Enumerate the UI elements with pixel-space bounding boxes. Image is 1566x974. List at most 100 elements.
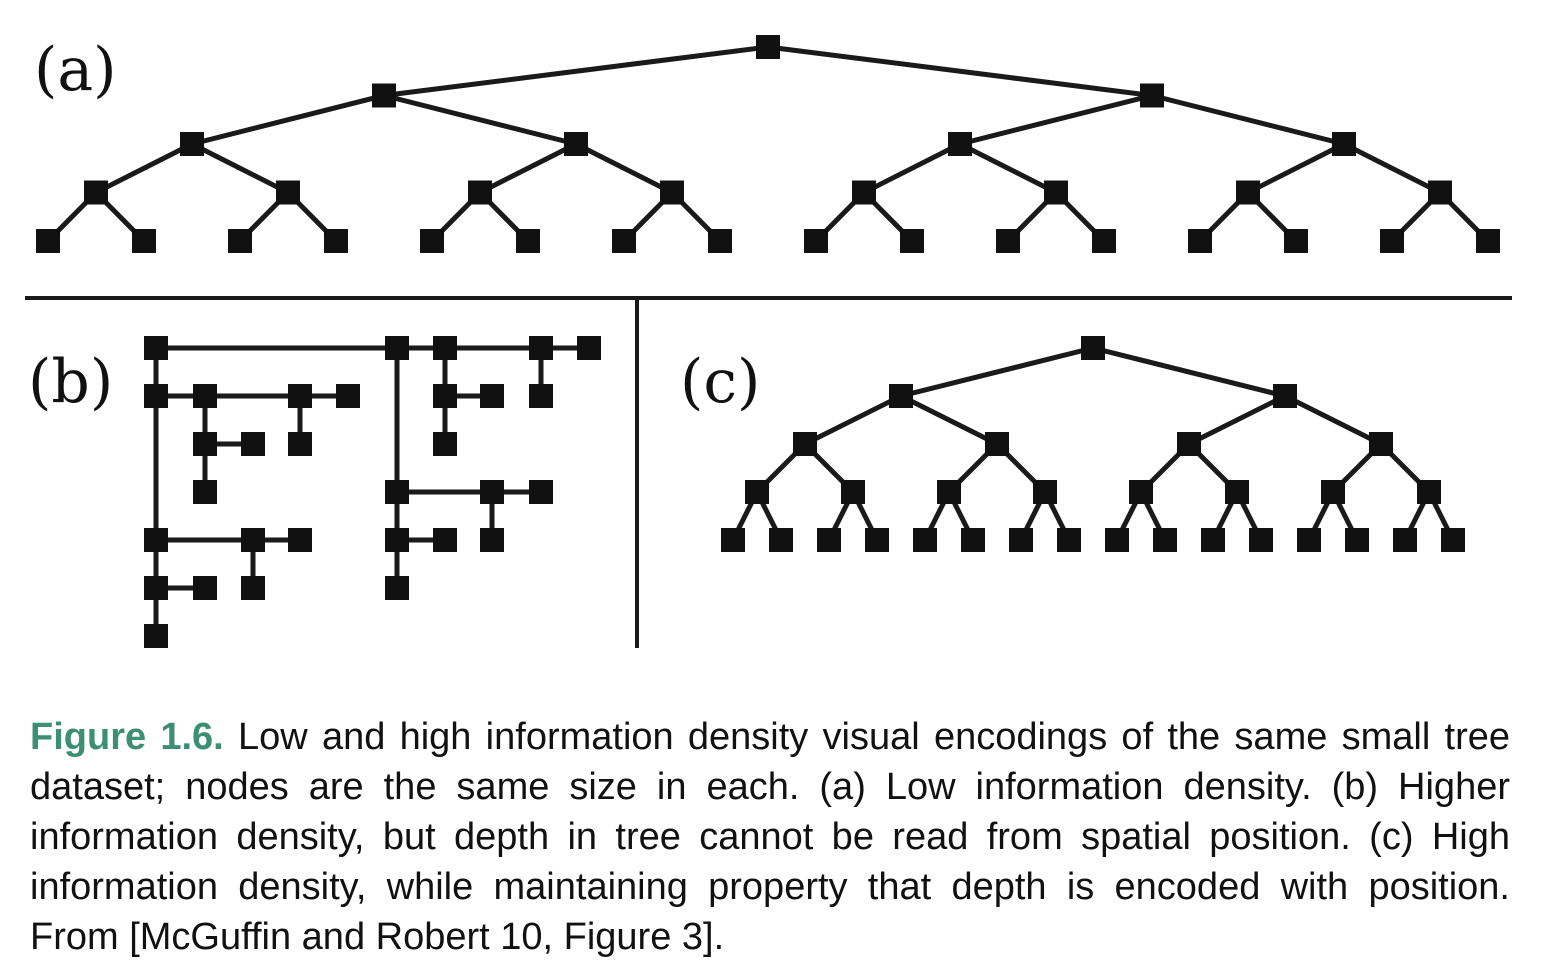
hv-node — [193, 480, 217, 504]
tree-encodings-figure: (a) (b) (c) — [25, 35, 1512, 648]
tree-node-depth-4 — [769, 528, 793, 552]
tree-node-depth-3 — [852, 180, 876, 205]
tree-node-depth-2 — [180, 132, 204, 156]
hv-node — [385, 576, 409, 600]
tree-node-depth-2 — [985, 432, 1009, 456]
tree-node-depth-4 — [132, 229, 156, 253]
hv-node — [288, 384, 312, 408]
hv-node — [433, 336, 457, 360]
tree-node-depth-3 — [1044, 180, 1068, 205]
tree-edge — [1092, 345, 1286, 399]
tree-edge — [383, 93, 577, 147]
tree-node-depth-4 — [1092, 229, 1116, 253]
tree-node-depth-3 — [1417, 480, 1441, 504]
tree-node-depth-4 — [324, 229, 348, 253]
tree-node-depth-3 — [84, 180, 108, 205]
tree-node-depth-3 — [660, 180, 684, 205]
hv-node — [193, 384, 217, 408]
tree-node-depth-2 — [793, 432, 817, 456]
hv-node — [529, 384, 553, 408]
figure-caption: Figure 1.6. Low and high information den… — [30, 712, 1510, 962]
hv-node — [577, 336, 601, 360]
tree-node-depth-4 — [420, 229, 444, 253]
hv-node — [241, 576, 265, 600]
tree-edge — [1283, 393, 1383, 447]
tree-edge — [191, 93, 385, 147]
tree-node-depth-4 — [1345, 528, 1369, 552]
tree-node-depth-4 — [1009, 528, 1033, 552]
hv-node — [385, 480, 409, 504]
tree-node-depth-4 — [721, 528, 745, 552]
tree-node-depth-3 — [1129, 480, 1153, 504]
tree-node-depth-4 — [1380, 229, 1404, 253]
panel-b-tree — [144, 336, 601, 648]
tree-node-depth-4 — [228, 229, 252, 253]
hv-node — [288, 528, 312, 552]
tree-node-depth-1 — [889, 384, 913, 408]
hv-node — [529, 480, 553, 504]
hv-node — [144, 528, 168, 552]
hv-node — [144, 384, 168, 408]
tree-node-depth-4 — [1201, 528, 1225, 552]
tree-node-depth-1 — [1140, 83, 1164, 108]
tree-edge — [1187, 393, 1287, 447]
tree-node-depth-4 — [1441, 528, 1465, 552]
tree-node-depth-4 — [961, 528, 985, 552]
tree-node-depth-4 — [1153, 528, 1177, 552]
tree-node-depth-4 — [1476, 229, 1500, 253]
tree-edge — [900, 345, 1094, 399]
panel-a-label: (a) — [34, 35, 117, 105]
tree-edge — [94, 141, 194, 195]
tree-node-depth-3 — [1428, 180, 1452, 205]
tree-node-depth-3 — [468, 180, 492, 205]
tree-node-depth-2 — [1369, 432, 1393, 456]
hv-node — [385, 336, 409, 360]
tree-edge — [959, 93, 1153, 147]
tree-node-depth-4 — [865, 528, 889, 552]
hv-node — [480, 480, 504, 504]
hv-node — [288, 432, 312, 456]
tree-node-depth-0 — [1081, 336, 1105, 360]
tree-node-depth-4 — [516, 229, 540, 253]
tree-node-depth-4 — [1057, 528, 1081, 552]
tree-node-depth-3 — [745, 480, 769, 504]
hv-node — [433, 432, 457, 456]
tree-node-depth-0 — [756, 35, 780, 59]
tree-node-depth-3 — [937, 480, 961, 504]
tree-node-depth-3 — [841, 480, 865, 504]
hv-node — [193, 432, 217, 456]
tree-node-depth-4 — [1284, 229, 1308, 253]
tree-edge — [190, 141, 290, 195]
tree-edge — [958, 141, 1058, 195]
tree-edge — [1342, 141, 1442, 195]
hv-node — [241, 432, 265, 456]
tree-edge — [803, 393, 903, 447]
tree-node-depth-2 — [948, 132, 972, 156]
hv-node — [241, 528, 265, 552]
tree-edge — [574, 141, 674, 195]
tree-node-depth-4 — [1105, 528, 1129, 552]
hv-node — [336, 384, 360, 408]
hv-node — [144, 336, 168, 360]
tree-node-depth-2 — [1177, 432, 1201, 456]
tree-node-depth-4 — [1249, 528, 1273, 552]
caption-text: Low and high information density visual … — [30, 716, 1510, 958]
tree-node-depth-4 — [804, 229, 828, 253]
tree-node-depth-2 — [1332, 132, 1356, 156]
tree-node-depth-1 — [1273, 384, 1297, 408]
tree-node-depth-3 — [276, 180, 300, 205]
hv-node — [480, 384, 504, 408]
hv-node — [529, 336, 553, 360]
hv-node — [144, 576, 168, 600]
tree-node-depth-4 — [1188, 229, 1212, 253]
tree-node-depth-4 — [36, 229, 60, 253]
tree-node-depth-1 — [372, 83, 396, 108]
tree-node-depth-3 — [1225, 480, 1249, 504]
tree-node-depth-4 — [1297, 528, 1321, 552]
tree-node-depth-3 — [1236, 180, 1260, 205]
tree-node-depth-4 — [612, 229, 636, 253]
hv-node — [480, 528, 504, 552]
tree-edge — [899, 393, 999, 447]
tree-edge — [1246, 141, 1346, 195]
tree-edge — [862, 141, 962, 195]
